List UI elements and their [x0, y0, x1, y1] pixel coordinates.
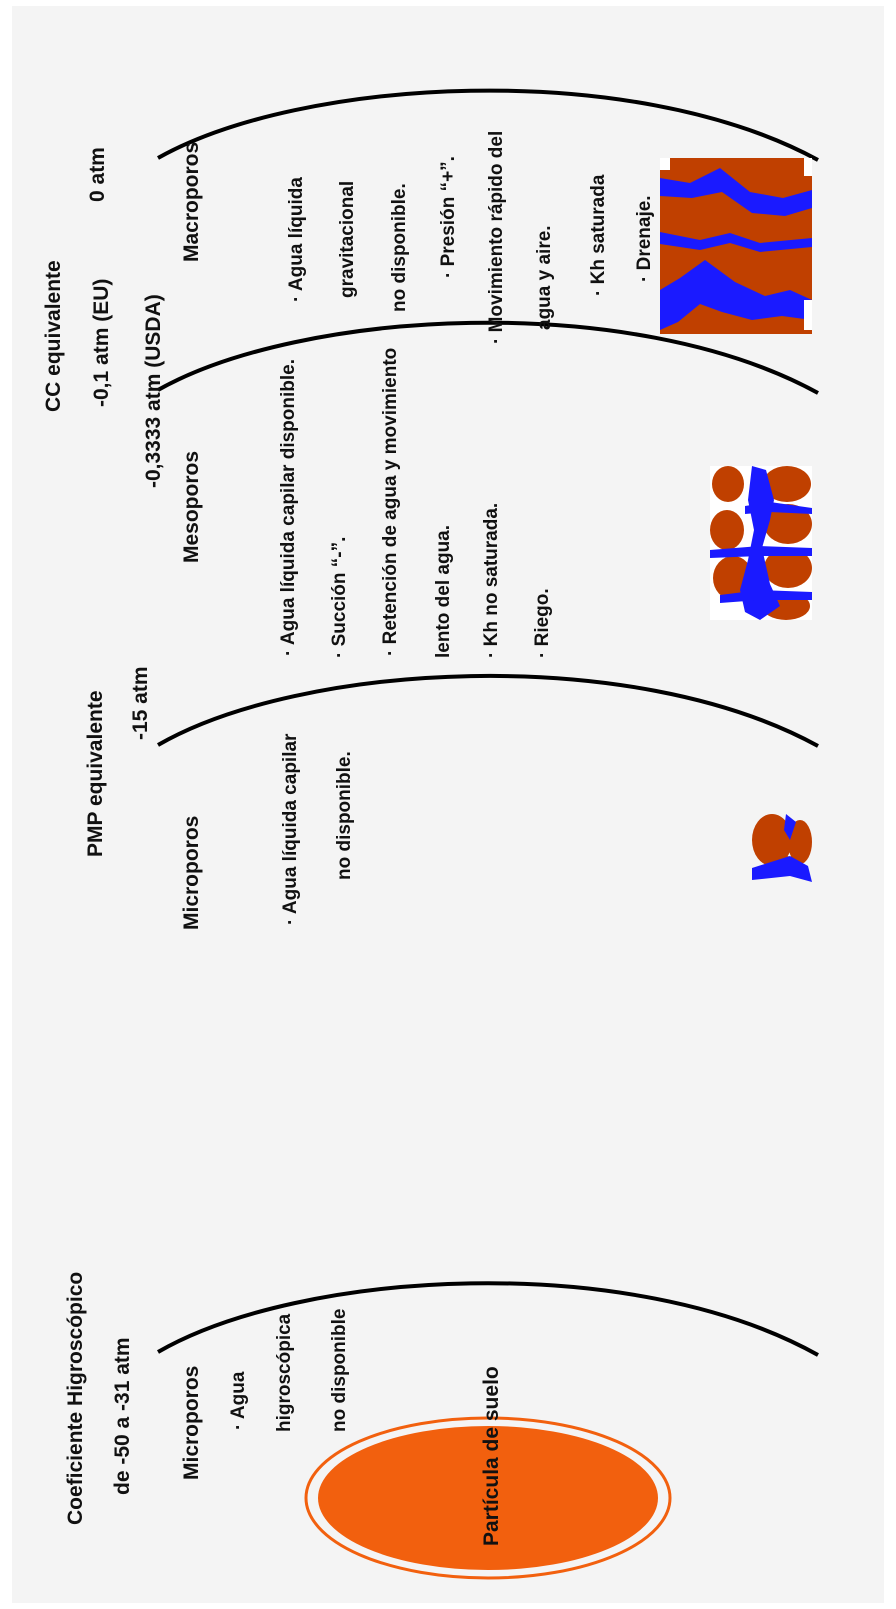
macropores-bullet-2: gravitacional	[337, 181, 358, 298]
macropores-pore-type: Macroporos	[180, 142, 203, 262]
mesopore-illustration	[710, 466, 812, 620]
macropores-bullet-6: agua y aire.	[534, 225, 555, 330]
boundary-label-cc: CC equivalente -0,1 atm (EU) -0,3333 atm…	[42, 260, 165, 488]
boundary-arc-cc	[157, 320, 819, 395]
mesopores-bullet-2: · Succión “-”.	[329, 537, 350, 658]
hygroscopic-pore-type: Microporos	[180, 1366, 203, 1480]
macropores-bullet-4: · Presión “+”.	[438, 156, 459, 278]
hygroscopic-bullet-1: · Agua	[228, 1371, 249, 1430]
macropore-illustration	[660, 158, 812, 334]
zone-hygroscopic: Microporos · Agua higroscópica no dispon…	[180, 1309, 350, 1481]
macropores-bullet-1: · Agua líquida	[286, 177, 307, 302]
cc-value-1: -0,1 atm (EU)	[90, 279, 113, 407]
particle-label: Partícula de suelo	[480, 1366, 503, 1546]
capillary-unavailable-bullet-1: · Agua líquida capilar	[280, 733, 301, 925]
zone-capillary-unavailable: Microporos · Agua líquida capilar no dis…	[180, 733, 355, 930]
boundary-arc-hygroscopic	[157, 1281, 819, 1357]
hygroscopic-title: Coeficiente Higroscópico	[64, 1272, 87, 1525]
saturation-value: 0 atm	[86, 147, 109, 202]
macropores-bullet-5: · Movimiento rápido del	[486, 131, 507, 344]
boundary-arc-saturation	[157, 88, 819, 162]
macropores-bullet-8: · Drenaje.	[634, 195, 655, 282]
macropores-bullet-3: no disponible.	[389, 183, 410, 312]
zone-mesopores: Mesoporos · Agua líquida capilar disponi…	[180, 348, 553, 658]
mesopores-pore-type: Mesoporos	[180, 451, 203, 563]
soil-particle	[304, 1416, 672, 1580]
pmp-value: -15 atm	[129, 666, 152, 740]
particle-body	[318, 1426, 658, 1570]
mesopores-bullet-5: · Kh no saturada.	[481, 503, 502, 658]
hygroscopic-bullet-3: no disponible	[329, 1309, 350, 1433]
boundary-label-pmp: PMP equivalente -15 atm	[84, 666, 152, 857]
boundary-arc-pmp	[157, 673, 819, 748]
cc-value-2: -0,3333 atm (USDA)	[142, 294, 165, 488]
capillary-unavailable-bullet-2: no disponible.	[334, 751, 355, 880]
mesopores-bullet-4: lento del agua.	[433, 525, 454, 658]
pmp-title: PMP equivalente	[84, 690, 107, 857]
boundary-label-hygroscopic: Coeficiente Higroscópico de -50 a -31 at…	[64, 1272, 134, 1525]
particle-outer-ring	[304, 1416, 672, 1580]
macropores-bullet-7: · Kh saturada	[588, 174, 609, 296]
hygroscopic-bullet-2: higroscópica	[274, 1313, 295, 1432]
hygroscopic-value: de -50 a -31 atm	[111, 1337, 134, 1495]
mesopores-bullet-6: · Riego.	[532, 588, 553, 658]
cc-title: CC equivalente	[42, 260, 65, 412]
micropore-illustration	[752, 814, 812, 884]
mesopores-bullet-1: · Agua líquida capilar disponible.	[278, 359, 299, 656]
mesopores-bullet-3: · Retención de agua y movimiento	[380, 348, 401, 656]
capillary-unavailable-pore-type: Microporos	[180, 816, 203, 930]
zone-macropores: Macroporos · Agua líquida gravitacional …	[180, 131, 655, 344]
